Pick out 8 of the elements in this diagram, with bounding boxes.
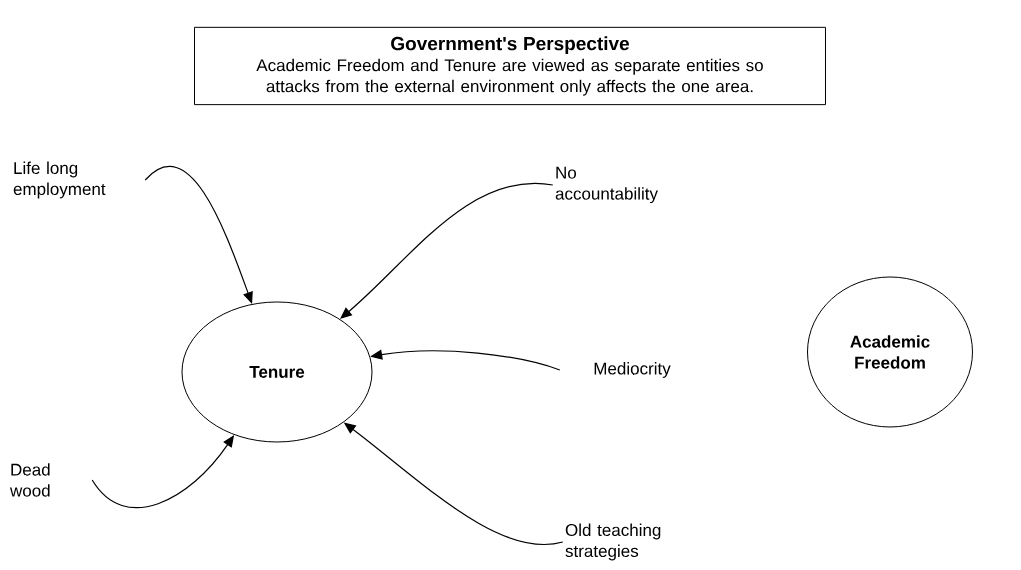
criticism-label: Mediocrity <box>594 362 671 378</box>
arrow <box>340 182 554 319</box>
criticism-label: Life long employment <box>13 161 106 199</box>
heading-box: Government's Perspective Academic Freedom and Tenure are viewed as separate entities so attacks from the external environment only affects the one area. <box>194 26 826 106</box>
criticism-label: Dead wood <box>10 463 50 497</box>
arrow <box>144 166 253 304</box>
criticism-label: No accountability <box>555 166 658 204</box>
criticism-label: Old teaching strategies <box>565 523 661 561</box>
